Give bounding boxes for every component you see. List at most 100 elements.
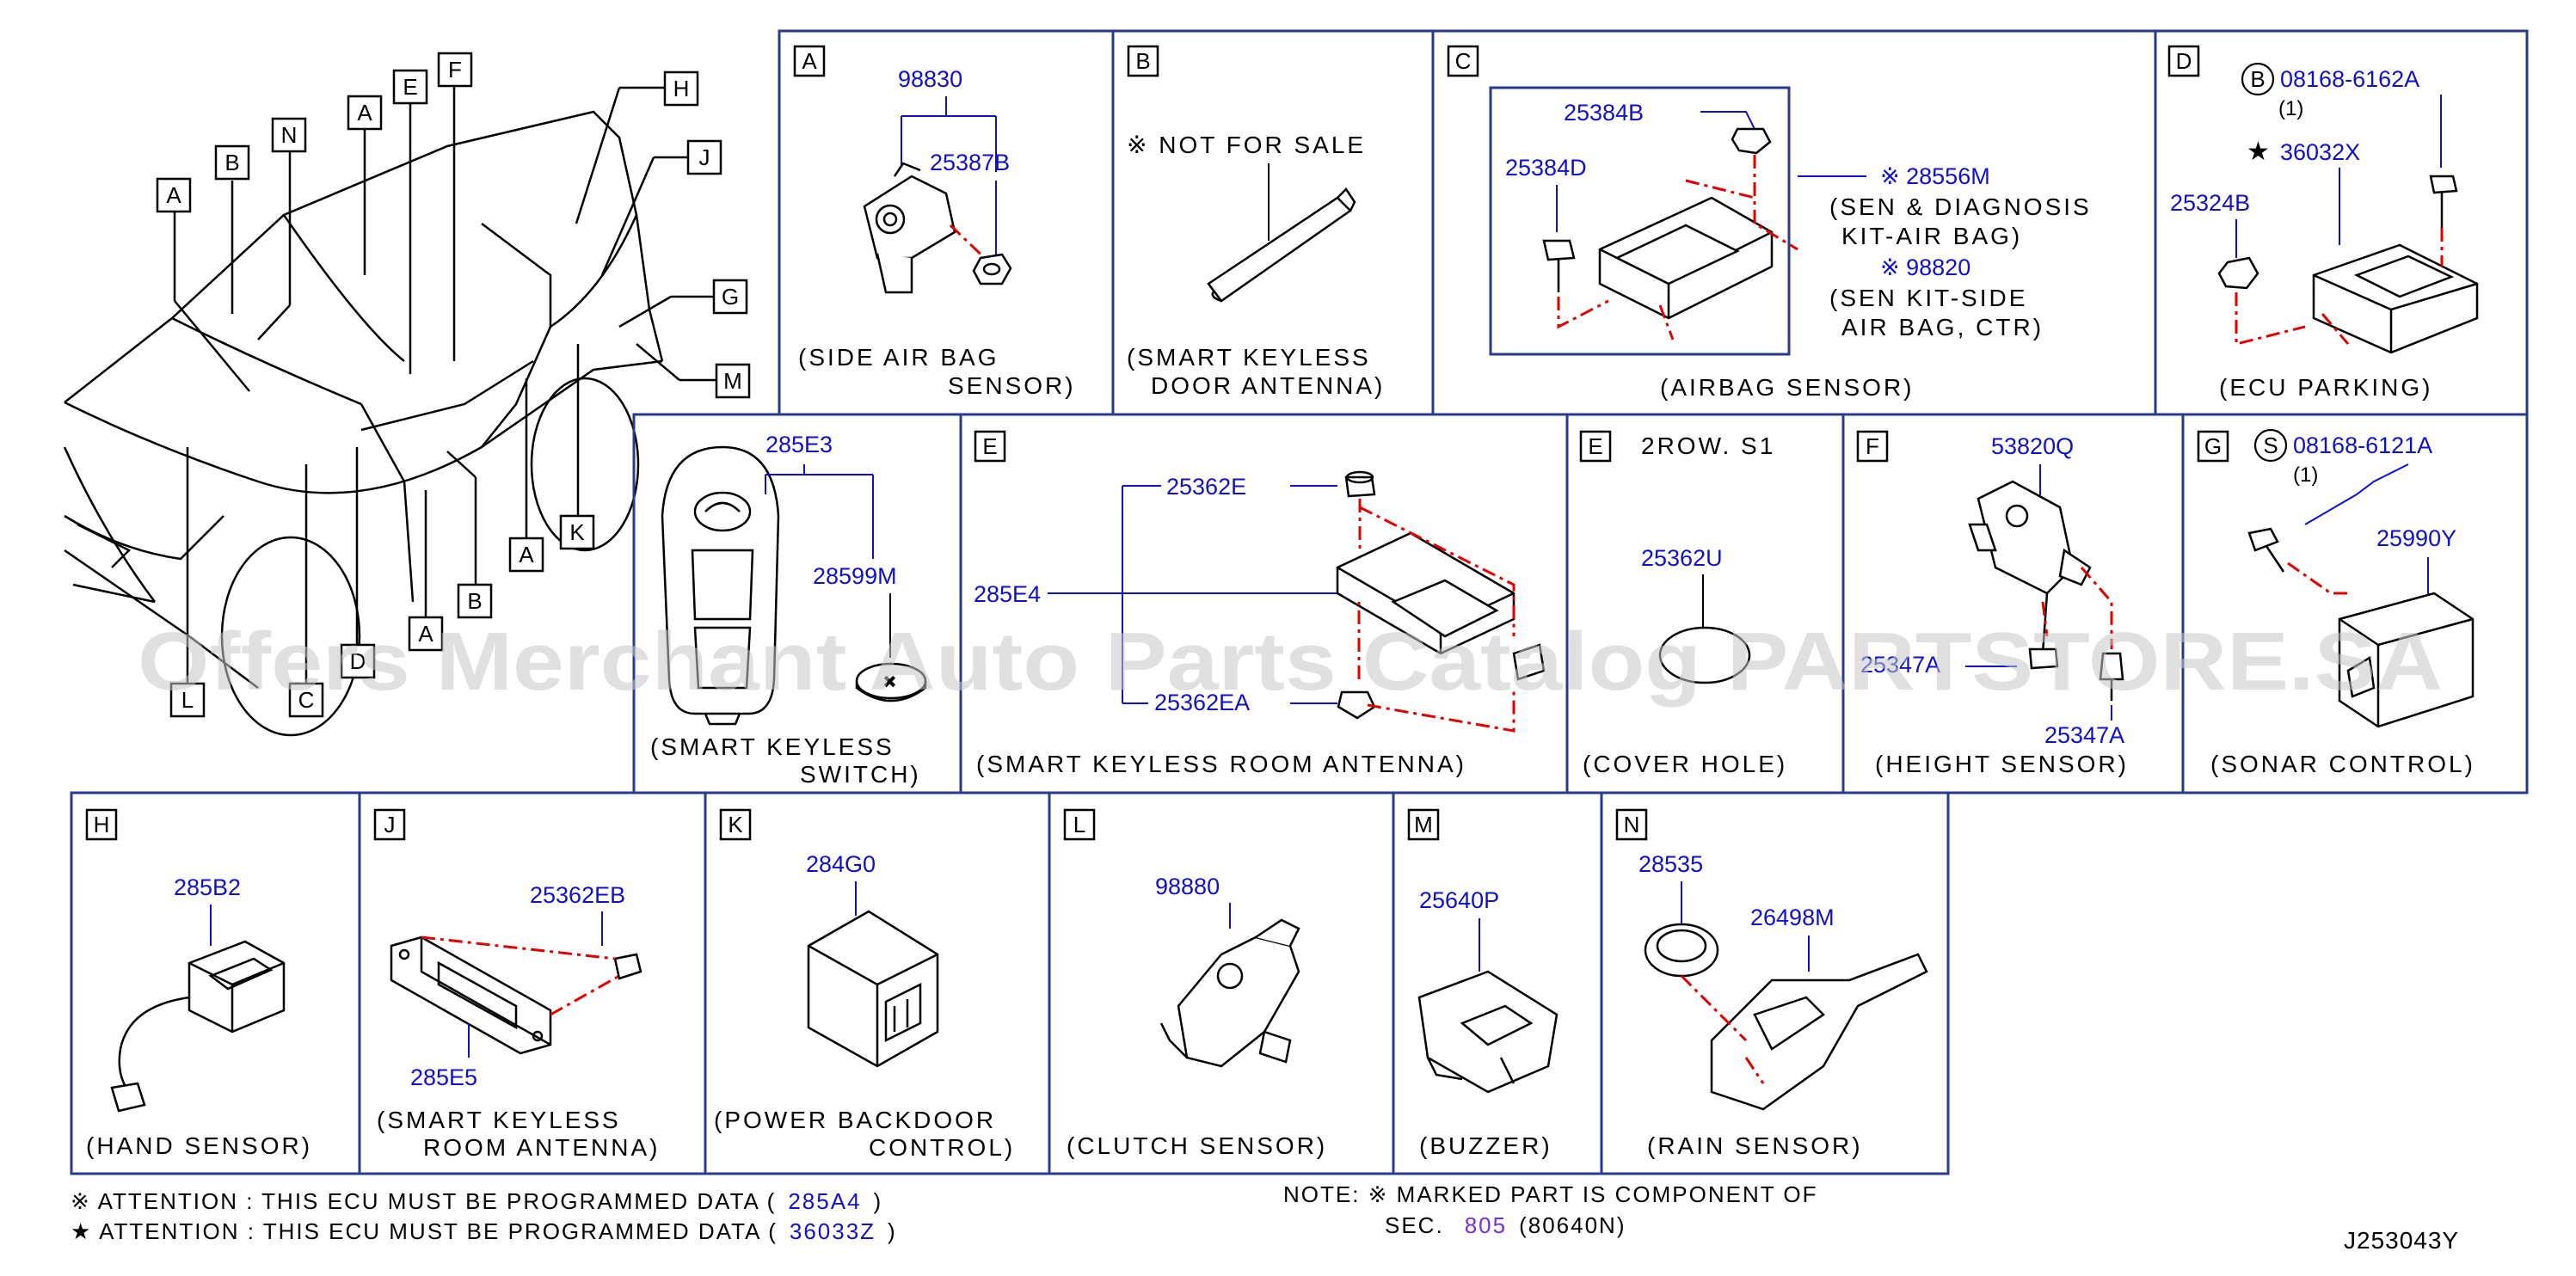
callout-h: H bbox=[673, 76, 690, 101]
part-25384B[interactable]: 25384B bbox=[1564, 100, 1644, 126]
panel-h-hand-sensor: H 285B2 (HAND SENSOR) bbox=[85, 808, 312, 1159]
row-label: 2ROW. S1 bbox=[1641, 432, 1775, 459]
part-25347A-2[interactable]: 25347A bbox=[2044, 722, 2124, 748]
callout-n: N bbox=[281, 122, 298, 148]
panel-b-letter: B bbox=[1135, 48, 1150, 74]
coin-battery-drawing: × bbox=[855, 662, 927, 702]
note-section: SEC.805(80640N) bbox=[1385, 1212, 1626, 1238]
watermark: Offers Merchant Auto Parts Catalog PARTS… bbox=[138, 616, 2443, 708]
panel-c-caption: (AIRBAG SENSOR) bbox=[1660, 374, 1914, 401]
callout-a: A bbox=[166, 182, 181, 208]
part-25324B[interactable]: 25324B bbox=[2170, 190, 2250, 216]
ecu-parking-drawing bbox=[2217, 175, 2479, 354]
sonar-control-drawing bbox=[2247, 527, 2475, 728]
panel-a-caption-1: (SIDE AIR BAG bbox=[798, 344, 999, 371]
panel-j-caption-1: (SMART KEYLESS bbox=[377, 1107, 621, 1133]
panel-g-caption: (SONAR CONTROL) bbox=[2210, 751, 2475, 777]
part-25387B[interactable]: 25387B bbox=[930, 150, 1010, 175]
panel-f-letter: F bbox=[1866, 433, 1879, 459]
callout-e: E bbox=[403, 74, 417, 100]
callout-a-lower: A bbox=[418, 621, 433, 647]
panel-h-letter: H bbox=[94, 812, 110, 837]
panel-d-ecu-parking: D B 08168-6162A (1) ★ 36032X 25324B (ECU… bbox=[2167, 45, 2479, 401]
svg-text:×: × bbox=[884, 671, 895, 692]
panel-b-caption-2: DOOR ANTENNA) bbox=[1151, 372, 1385, 399]
panel-a-letter: A bbox=[802, 48, 817, 74]
callout-f: F bbox=[448, 57, 462, 83]
attention-code-36033Z[interactable]: 36033Z bbox=[790, 1218, 876, 1244]
part-25362EB[interactable]: 25362EB bbox=[530, 882, 625, 908]
part-36032X[interactable]: 36032X bbox=[2280, 139, 2360, 165]
part-285E5[interactable]: 285E5 bbox=[410, 1064, 477, 1090]
qty-1-d: (1) bbox=[2278, 97, 2303, 120]
callout-b-door: B bbox=[467, 588, 482, 614]
panel-e2-letter: E bbox=[1588, 433, 1602, 459]
attention-note-1: ※ ATTENTION : THIS ECU MUST BE PROGRAMME… bbox=[71, 1188, 882, 1214]
panel-smart-keyless-switch: 285E3 28599M × (SMART KEYLESS SWITCH) bbox=[650, 432, 927, 788]
panel-frames bbox=[70, 29, 2529, 1175]
bolt-mark-s: S bbox=[2263, 432, 2278, 458]
panel-e2-cover-hole: E 2ROW. S1 25362U (COVER HOLE) bbox=[1579, 430, 1787, 777]
part-285E4[interactable]: 285E4 bbox=[974, 581, 1041, 607]
room-antenna-drawing bbox=[1336, 470, 1546, 720]
panel-n-rain-sensor: N 28535 26498M (RAIN SENSOR) bbox=[1615, 808, 1928, 1159]
note-marked-part: NOTE: ※ MARKED PART IS COMPONENT OF bbox=[1283, 1181, 1817, 1207]
part-28535[interactable]: 28535 bbox=[1638, 851, 1703, 877]
callout-c: C bbox=[298, 687, 315, 713]
cover-hole-drawing bbox=[1658, 626, 1751, 684]
part-26498M[interactable]: 26498M bbox=[1750, 905, 1835, 930]
section-805-link[interactable]: 805 bbox=[1465, 1212, 1507, 1238]
height-sensor-drawing bbox=[1968, 480, 2124, 701]
panel-g-sonar-control: G S 08168-6121A (1) 25990Y (SONAR CONTRO… bbox=[2197, 428, 2475, 777]
part-53820Q[interactable]: 53820Q bbox=[1991, 433, 2074, 459]
panel-a-caption-2: SENSOR) bbox=[948, 372, 1076, 399]
part-98820[interactable]: ※ 98820 bbox=[1880, 255, 1970, 280]
panel-h-caption: (HAND SENSOR) bbox=[86, 1132, 312, 1159]
part-285E3[interactable]: 285E3 bbox=[765, 432, 833, 457]
panel-sw-caption-2: SWITCH) bbox=[800, 761, 921, 788]
panel-c-desc-1a: (SEN & DIAGNOSIS bbox=[1829, 193, 2092, 220]
panel-e2-caption: (COVER HOLE) bbox=[1583, 751, 1787, 777]
bolt-mark-b: B bbox=[2250, 66, 2265, 92]
panel-k-power-backdoor-control: K 284G0 (POWER BACKDOOR CONTROL) bbox=[714, 808, 1012, 1161]
footer-notes: ※ ATTENTION : THIS ECU MUST BE PROGRAMME… bbox=[71, 1181, 2458, 1254]
buzzer-drawing bbox=[1417, 970, 1559, 1094]
part-98880[interactable]: 98880 bbox=[1155, 874, 1220, 899]
part-285B2[interactable]: 285B2 bbox=[174, 874, 241, 900]
callout-a-roof: A bbox=[357, 100, 372, 126]
part-25990Y[interactable]: 25990Y bbox=[2376, 525, 2456, 551]
part-08168-6121A[interactable]: 08168-6121A bbox=[2293, 432, 2432, 458]
part-25362U[interactable]: 25362U bbox=[1641, 545, 1723, 571]
panel-j-letter: J bbox=[384, 812, 396, 837]
part-25347A-1[interactable]: 25347A bbox=[1860, 652, 1940, 678]
panel-g-letter: G bbox=[2204, 433, 2222, 459]
vehicle-outline bbox=[63, 110, 664, 737]
part-284G0[interactable]: 284G0 bbox=[806, 851, 876, 877]
side-air-bag-sensor-drawing bbox=[863, 162, 956, 294]
vehicle-callout-labels: A B N E F A H J G M K A B A D C L bbox=[156, 52, 751, 718]
part-08168-6162A[interactable]: 08168-6162A bbox=[2280, 66, 2419, 92]
callout-d: D bbox=[350, 648, 366, 674]
panel-k-caption-1: (POWER BACKDOOR bbox=[714, 1107, 996, 1133]
part-25362EA[interactable]: 25362EA bbox=[1154, 690, 1250, 715]
power-backdoor-control-drawing bbox=[807, 910, 939, 1068]
key-fob-drawing bbox=[661, 445, 780, 726]
callout-j: J bbox=[699, 144, 710, 170]
panel-c-desc-2a: (SEN KIT-SIDE bbox=[1829, 285, 2027, 311]
panel-e-smart-keyless-room-antenna: E 25362E 285E4 25362EA (SMART KEYLESS RO… bbox=[974, 430, 1546, 777]
panel-d-caption: (ECU PARKING) bbox=[2219, 374, 2433, 401]
part-25384D[interactable]: 25384D bbox=[1505, 155, 1587, 181]
attention-code-285A4[interactable]: 285A4 bbox=[788, 1188, 861, 1214]
part-25640P[interactable]: 25640P bbox=[1419, 887, 1499, 913]
panel-l-clutch-sensor: L 98880 (CLUTCH SENSOR) bbox=[1063, 808, 1325, 1159]
vehicle-overview: A B N E F A H J G M K A B A D C L bbox=[63, 52, 751, 737]
part-28599M[interactable]: 28599M bbox=[813, 563, 897, 589]
panel-e-letter: E bbox=[982, 433, 997, 459]
panel-b-caption-1: (SMART KEYLESS bbox=[1127, 344, 1371, 371]
part-28556M[interactable]: ※ 28556M bbox=[1880, 163, 1990, 189]
part-25362E[interactable]: 25362E bbox=[1166, 474, 1246, 500]
panel-j-caption-2: ROOM ANTENNA) bbox=[423, 1134, 660, 1161]
panel-n-caption: (RAIN SENSOR) bbox=[1647, 1132, 1863, 1159]
part-98830[interactable]: 98830 bbox=[898, 66, 962, 92]
